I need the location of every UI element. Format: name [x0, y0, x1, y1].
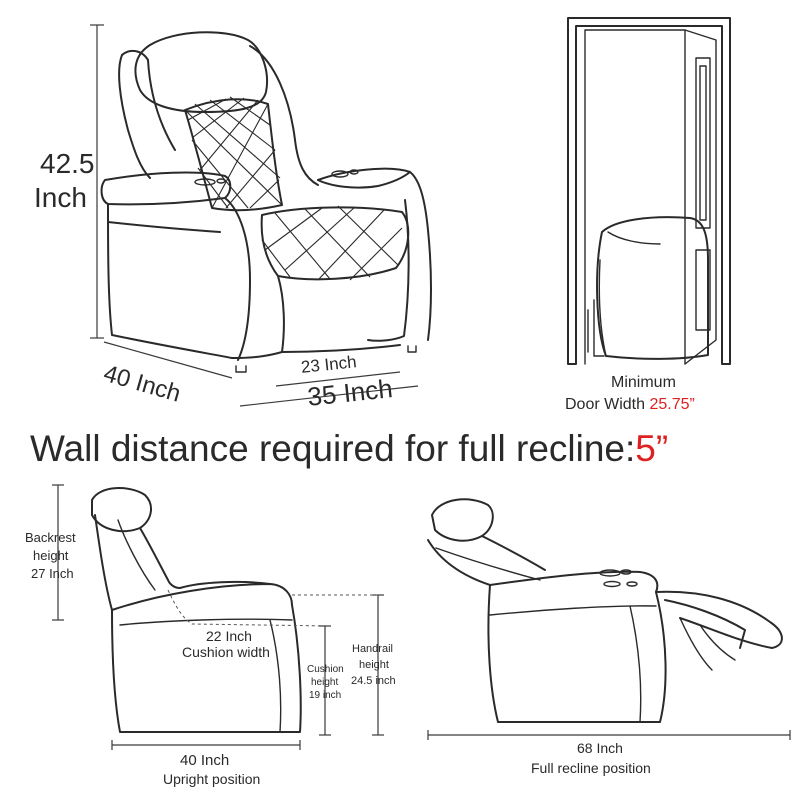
backrest-line2: height [33, 548, 69, 563]
side-depth-label: 40 Inch [180, 752, 230, 769]
recliner-side-view [91, 487, 331, 733]
full-recline-label: Full recline position [531, 760, 651, 776]
door-caption-line2: Door Width 25.75” [565, 396, 695, 414]
cushion-height-line1: Cushion [307, 664, 344, 675]
height-value-label: 42.5 [40, 148, 95, 179]
recliner-front-view [100, 31, 432, 373]
handrail-line2: height [359, 659, 389, 671]
door-caption-line1: Minimum [611, 374, 676, 391]
backrest-line1: Backrest [25, 530, 76, 545]
handrail-line1: Handrail [352, 643, 393, 655]
height-unit-label: Inch [34, 182, 87, 213]
door-width-value: 25.75” [649, 396, 695, 413]
headline: Wall distance required for full recline:… [30, 428, 668, 470]
upright-position-label: Upright position [163, 771, 261, 787]
headline-value: 5” [635, 428, 669, 469]
side-dimension-lines [52, 484, 384, 750]
cushion-height-line2: height [311, 677, 339, 688]
cushion-height-line3: 19 inch [309, 690, 342, 701]
recline-dimension-line [427, 730, 791, 740]
door-width-prefix: Door Width [565, 396, 650, 413]
top-dimension-lines [90, 24, 419, 407]
recline-length-label: 68 Inch [577, 740, 623, 756]
headline-text: Wall distance required for full recline: [30, 428, 636, 469]
cushion-width-line2: Cushion width [182, 644, 270, 660]
cushion-width-line1: 22 Inch [206, 628, 252, 644]
door-illustration [567, 17, 731, 365]
backrest-line3: 27 Inch [31, 566, 74, 581]
recliner-recline-view [427, 498, 783, 723]
handrail-line3: 24.5 inch [351, 675, 396, 687]
